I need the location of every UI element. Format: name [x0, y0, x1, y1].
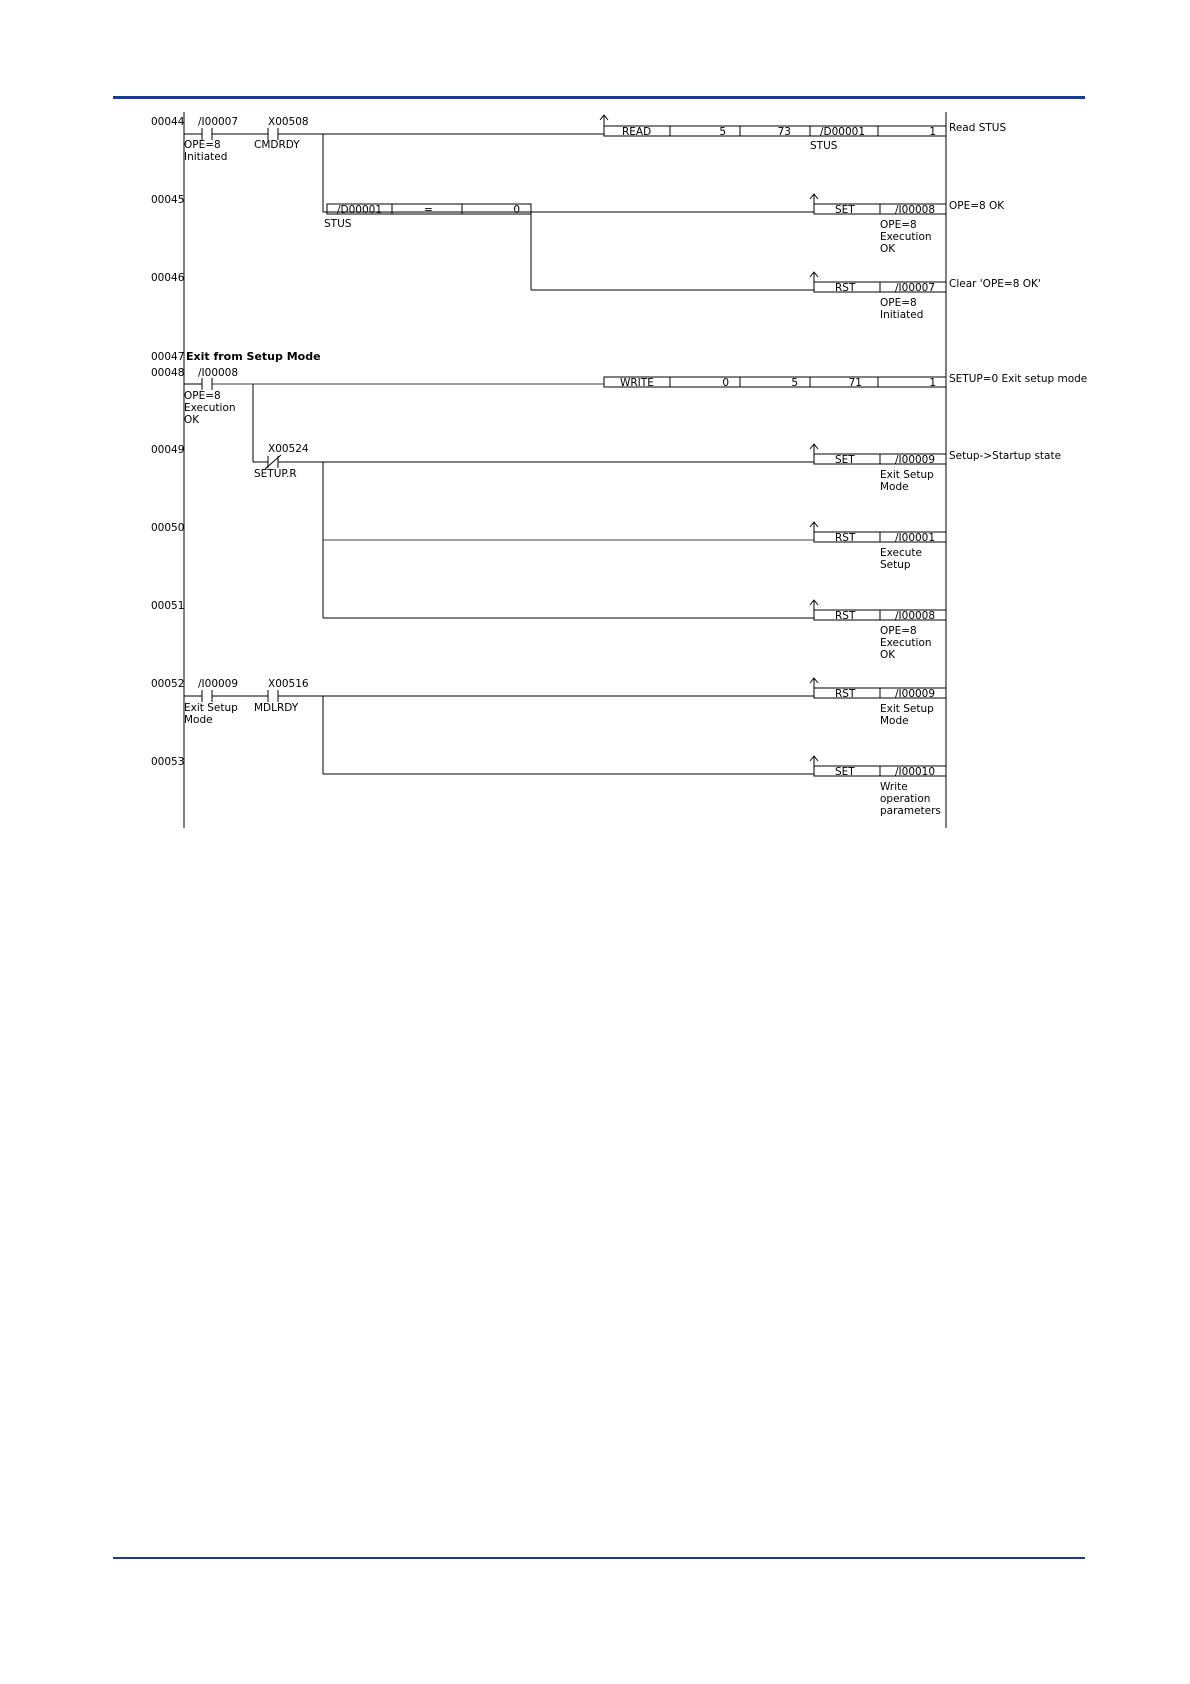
contact-address: /I00009: [198, 678, 238, 690]
rung-number: 00048: [151, 367, 184, 379]
instruction-op: RST: [835, 688, 856, 700]
instruction-arg: 71: [849, 377, 862, 389]
contact-address: /I00007: [198, 116, 238, 128]
contact-label: OPE=8: [184, 390, 221, 402]
rung-comment: Setup->Startup state: [949, 450, 1061, 462]
instruction-arg: 1: [929, 126, 936, 138]
contact-address: X00524: [268, 443, 309, 455]
rung-number: 00051: [151, 600, 184, 612]
contact-label: OPE=8: [184, 139, 221, 151]
instruction-sub-label: OPE=8: [880, 625, 917, 637]
header-rule: [113, 96, 1085, 99]
instruction-sub-label: operation: [880, 793, 930, 805]
rung-number: 00046: [151, 272, 185, 284]
compare-left: /D00001: [337, 204, 382, 216]
instruction-arg: 0: [722, 377, 729, 389]
instruction-op: SET: [835, 766, 855, 778]
contact-label: Execution: [184, 402, 236, 414]
rung-00048: 00048 /I00008 OPE=8 Execution OK WRITE 0…: [151, 367, 1087, 426]
contact-label: SETUP.R: [254, 468, 297, 480]
rung-comment: SETUP=0 Exit setup mode: [949, 373, 1087, 385]
instruction-op: SET: [835, 204, 855, 216]
instruction-op: READ: [622, 126, 651, 138]
instruction-sub-label: OK: [880, 243, 896, 255]
instruction-arg: 5: [719, 126, 726, 138]
rung-00047: 00047 Exit from Setup Mode: [151, 350, 321, 363]
instruction-sub-label: OK: [880, 649, 896, 661]
contact-label: Initiated: [184, 151, 227, 163]
rung-00046: 00046 RST /I00007 OPE=8 Initiated Clear …: [151, 212, 1041, 321]
rung-00053: 00053 SET /I00010 Write operation parame…: [151, 696, 947, 817]
rung-comment: Read STUS: [949, 122, 1006, 134]
compare-sub-label: STUS: [324, 218, 352, 230]
rung-00049: 00049 X00524 SETUP.R SET /I00009 Exit Se…: [151, 384, 1061, 493]
instruction-sub-label: Exit Setup: [880, 703, 934, 715]
instruction-sub-label: parameters: [880, 805, 941, 817]
instruction-sub-label: STUS: [810, 140, 838, 152]
instruction-op: RST: [835, 610, 856, 622]
instruction-arg: 1: [929, 377, 936, 389]
contact-address: X00508: [268, 116, 309, 128]
compare-op: =: [424, 204, 433, 216]
footer-rule: [113, 1557, 1085, 1559]
instruction-arg: /I00009: [895, 454, 935, 466]
rung-number: 00044: [151, 116, 185, 128]
contact-label: Mode: [184, 714, 213, 726]
instruction-sub-label: Exit Setup: [880, 469, 934, 481]
instruction-sub-label: Execution: [880, 637, 932, 649]
instruction-op: WRITE: [620, 377, 654, 389]
rung-00052: 00052 /I00009 Exit Setup Mode X00516 MDL…: [151, 677, 947, 727]
instruction-sub-label: OPE=8: [880, 297, 917, 309]
instruction-arg: /D00001: [820, 126, 865, 138]
instruction-arg: /I00008: [895, 610, 935, 622]
section-title: Exit from Setup Mode: [186, 350, 321, 363]
instruction-arg: /I00007: [895, 282, 935, 294]
rung-number: 00052: [151, 678, 184, 690]
instruction-sub-label: Write: [880, 781, 908, 793]
instruction-sub-label: OPE=8: [880, 219, 917, 231]
instruction-op: SET: [835, 454, 855, 466]
instruction-arg: /I00008: [895, 204, 935, 216]
contact-address: X00516: [268, 678, 309, 690]
instruction-arg: /I00010: [895, 766, 935, 778]
instruction-sub-label: Execute: [880, 547, 922, 559]
instruction-box: [603, 376, 947, 388]
compare-right: 0: [513, 204, 520, 216]
instruction-sub-label: Execution: [880, 231, 932, 243]
instruction-op: RST: [835, 282, 856, 294]
contact-label: Exit Setup: [184, 702, 238, 714]
rung-number: 00050: [151, 522, 184, 534]
rung-00044: 00044 /I00007 OPE=8 Initiated X00508 CMD…: [151, 114, 1006, 163]
rung-number: 00045: [151, 194, 184, 206]
rung-00050: 00050 RST /I00001 Execute Setup: [151, 462, 947, 618]
rung-number: 00049: [151, 444, 184, 456]
rung-00051: 00051 RST /I00008 OPE=8 Execution OK: [151, 599, 947, 661]
contact-label: CMDRDY: [254, 139, 300, 151]
instruction-arg: 73: [778, 126, 791, 138]
rung-00045: 00045 /D00001 = 0 STUS SET /I00008 OPE=8…: [151, 134, 1005, 255]
instruction-arg: 5: [791, 377, 798, 389]
rung-number: 00053: [151, 756, 184, 768]
contact-address: /I00008: [198, 367, 238, 379]
rung-comment: Clear 'OPE=8 OK': [949, 278, 1041, 290]
contact-label: OK: [184, 414, 200, 426]
instruction-arg: /I00001: [895, 532, 935, 544]
instruction-sub-label: Initiated: [880, 309, 923, 321]
rung-comment: OPE=8 OK: [949, 200, 1005, 212]
instruction-op: RST: [835, 532, 856, 544]
instruction-box: [603, 125, 947, 137]
contact-label: MDLRDY: [254, 702, 299, 714]
instruction-sub-label: Mode: [880, 481, 909, 493]
compare-box: [326, 203, 532, 215]
rung-number: 00047: [151, 351, 184, 363]
instruction-arg: /I00009: [895, 688, 935, 700]
instruction-sub-label: Mode: [880, 715, 909, 727]
instruction-sub-label: Setup: [880, 559, 911, 571]
